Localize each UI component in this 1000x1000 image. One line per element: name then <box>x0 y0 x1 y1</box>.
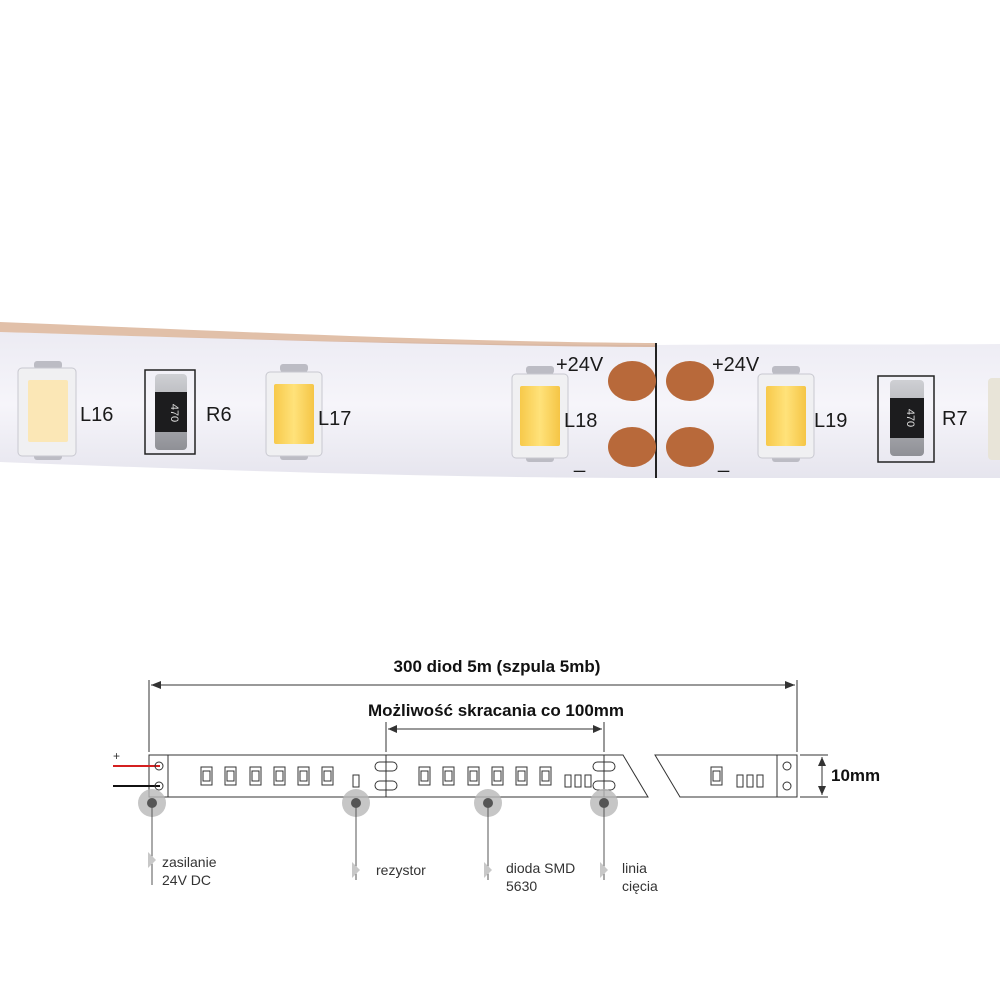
callout-cut: linia cięcia <box>590 789 658 894</box>
callout-power-line2: 24V DC <box>162 872 211 888</box>
led-chip <box>988 378 1000 460</box>
resistor-code: 470 <box>168 404 180 422</box>
cut-pads <box>374 755 398 797</box>
callout-diode: dioda SMD 5630 <box>474 789 575 894</box>
pad-plus-label: +24V <box>556 354 604 376</box>
pad-minus-label: _ <box>717 451 730 473</box>
callout-power-line1: zasilanie <box>162 854 217 870</box>
led-label: L17 <box>318 408 351 430</box>
copper-pad <box>666 361 714 401</box>
led-chip <box>511 366 569 462</box>
pad-plus-label: +24V <box>712 354 760 376</box>
strip-diagram: 300 diod 5m (szpula 5mb) Możliwość skrac… <box>113 657 880 894</box>
led-label: L18 <box>564 410 597 432</box>
resistor-symbol <box>352 774 360 788</box>
diode-symbol <box>710 766 723 786</box>
cut-interval-label: Możliwość skracania co 100mm <box>368 701 624 720</box>
copper-pad <box>608 427 656 467</box>
resistor: 470 <box>144 369 196 455</box>
led-chip <box>757 366 815 462</box>
strip-outline <box>148 754 649 798</box>
callout-cut-line2: cięcia <box>622 878 658 894</box>
resistor-symbols <box>736 774 764 788</box>
strip-copper-edge <box>0 322 655 347</box>
diode-group <box>418 766 552 786</box>
strip-outline <box>654 754 798 798</box>
led-chip <box>265 364 323 460</box>
led-label: L16 <box>80 404 113 426</box>
led-strip-photo: L16 470 R6 L17 L18 +24V _ <box>0 322 1000 478</box>
diode-group <box>200 766 334 786</box>
resistor-label: R7 <box>942 408 968 430</box>
resistor-symbols <box>564 774 592 788</box>
led-chip <box>17 361 77 460</box>
callout-diode-line2: 5630 <box>506 878 537 894</box>
callout-cut-line1: linia <box>622 860 647 876</box>
callout-resistor: rezystor <box>342 789 426 880</box>
plus-sign: + <box>113 749 120 763</box>
resistor-code: 470 <box>904 409 916 427</box>
resistor: 470 <box>877 375 935 463</box>
led-label: L19 <box>814 410 847 432</box>
callout-power: zasilanie 24V DC <box>138 789 217 888</box>
width-label: 10mm <box>831 766 880 785</box>
total-length-label: 300 diod 5m (szpula 5mb) <box>394 657 601 676</box>
copper-pad <box>608 361 656 401</box>
pad-minus-label: _ <box>573 451 586 473</box>
copper-pad <box>666 427 714 467</box>
callout-diode-line1: dioda SMD <box>506 860 575 876</box>
strip-body <box>0 332 1000 478</box>
resistor-label: R6 <box>206 404 232 426</box>
callout-resistor-line1: rezystor <box>376 862 426 878</box>
